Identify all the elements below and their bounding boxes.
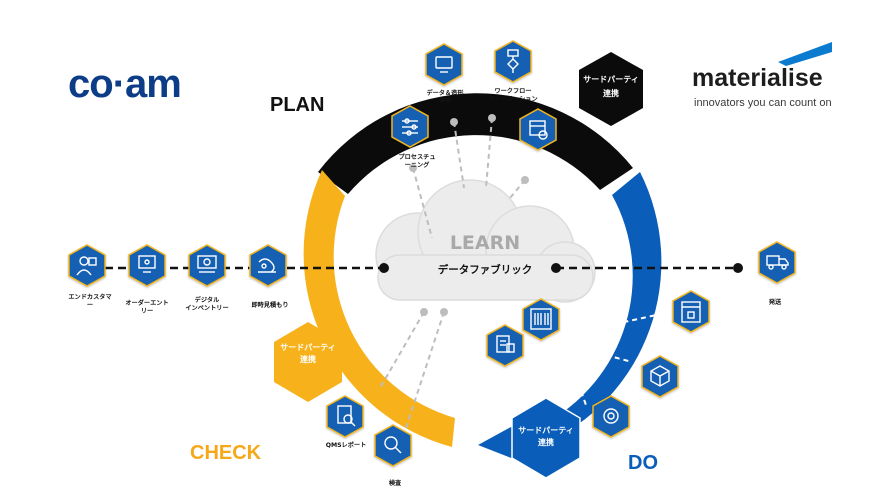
check-arc (303, 170, 455, 447)
node-instant-quote-label: 即時見積もり (251, 301, 288, 309)
node-qms-report-label: QMSレポート (326, 441, 367, 449)
flow-dot-right (551, 263, 561, 273)
tracking-icon (496, 335, 515, 353)
node-labels: データ＆造形 準備 ワークフロー オートメーション プロセスチュ ーニング 生産… (68, 87, 782, 487)
node-icons (76, 49, 789, 454)
third-party-check: サードパーティ 連携 (274, 322, 342, 402)
barcode-icon (530, 308, 552, 330)
node-shipping-label: 発送 (768, 298, 782, 306)
node-order-entry-hex (128, 244, 166, 287)
third-party-do-line2: 連携 (538, 437, 554, 447)
third-party-do-line1: サードパーティ (518, 425, 574, 435)
node-data-prep-hex (425, 43, 463, 86)
truck-icon (766, 255, 789, 270)
third-party-plan: サードパーティ 連携 (579, 52, 643, 126)
node-production-plan-hex (519, 108, 557, 151)
node-3d-printing-label: 3Dプリンティング (667, 338, 720, 346)
do-arc (478, 172, 662, 470)
report-icon (337, 405, 356, 427)
gray-dots (409, 114, 529, 316)
node-post-processing-label: 後加工 (652, 404, 671, 412)
node-digital-inventory-label-1: デジタル (195, 296, 220, 304)
third-party-plan-line2: 連携 (603, 88, 619, 98)
node-progress-tracking-label: 進捗craft (492, 372, 521, 380)
third-party-do: サードパーティ 連携 (511, 397, 581, 479)
node-process-tuning-label-2: ーニング (405, 161, 431, 169)
quote-icon (258, 258, 276, 273)
sliders-icon (402, 118, 418, 136)
flow-dot-left (379, 263, 389, 273)
node-production-plan-label-2: 計画 (532, 162, 544, 170)
monitor-icon (435, 56, 453, 69)
phase-check-label: CHECK (190, 442, 262, 464)
materialise-tagline: innovators you can count on (694, 97, 832, 109)
learn-label: LEARN (450, 232, 520, 254)
node-production-plan-label-1: 生産 (532, 154, 544, 162)
third-party-check-line1: サードパーティ (280, 342, 336, 352)
data-fabric-label: データファブリック (438, 263, 533, 276)
materialise-logo: materialise (692, 64, 823, 92)
order-entry-icon (138, 255, 156, 273)
phase-do-label: DO (628, 452, 658, 474)
node-end-customer-label-2: ー (87, 302, 93, 309)
node-inspection-label: 検査 (389, 479, 402, 487)
node-workflow-label-2: オートメーション (488, 96, 537, 103)
gear-icon (603, 408, 619, 424)
node-end-customer-hex (68, 244, 106, 287)
third-party-check-line2: 連携 (300, 354, 316, 364)
magnifier-icon (384, 436, 402, 454)
cloud-icon (375, 179, 596, 303)
node-inspection-hex (374, 424, 412, 467)
node-process-tuning-label-1: プロセスチュ (398, 153, 435, 161)
node-order-entry-label-1: オーダーエント (125, 299, 168, 307)
coam-logo: co·am (68, 62, 182, 106)
node-digital-inventory-label-2: インベントリー (185, 305, 228, 312)
calendar-icon (529, 120, 548, 140)
node-shipping-hex (758, 241, 796, 284)
node-data-prep-label-2: 準備 (439, 97, 451, 105)
node-end-customer-label-1: エンドカスタマ (68, 293, 111, 301)
node-industrial-iot-label: 産業用IoT (545, 348, 575, 356)
phase-plan-label: PLAN (270, 94, 325, 116)
node-mcp-controller-hex (592, 395, 630, 438)
node-workflow-hex (494, 40, 532, 83)
flow-dot-shipping (733, 263, 743, 273)
box-icon (650, 365, 670, 387)
white-dots (574, 324, 601, 387)
white-connectors (577, 311, 671, 406)
node-data-prep-label-1: データ＆造形 (426, 89, 464, 97)
digital-inventory-icon (197, 255, 217, 273)
materialise-logo-mark (778, 42, 832, 66)
node-order-entry-label-2: リー (141, 308, 153, 315)
node-mcp-controller-label-1: MCPコント (594, 445, 628, 452)
third-party-plan-line1: サードパーティ (583, 74, 639, 84)
printer-3d-icon (681, 301, 701, 323)
customer-icon (76, 256, 97, 276)
node-workflow-label-1: ワークフロー (494, 87, 531, 95)
node-mcp-controller-label-2: ローラー (599, 453, 624, 460)
node-instant-quote-hex (249, 244, 287, 287)
